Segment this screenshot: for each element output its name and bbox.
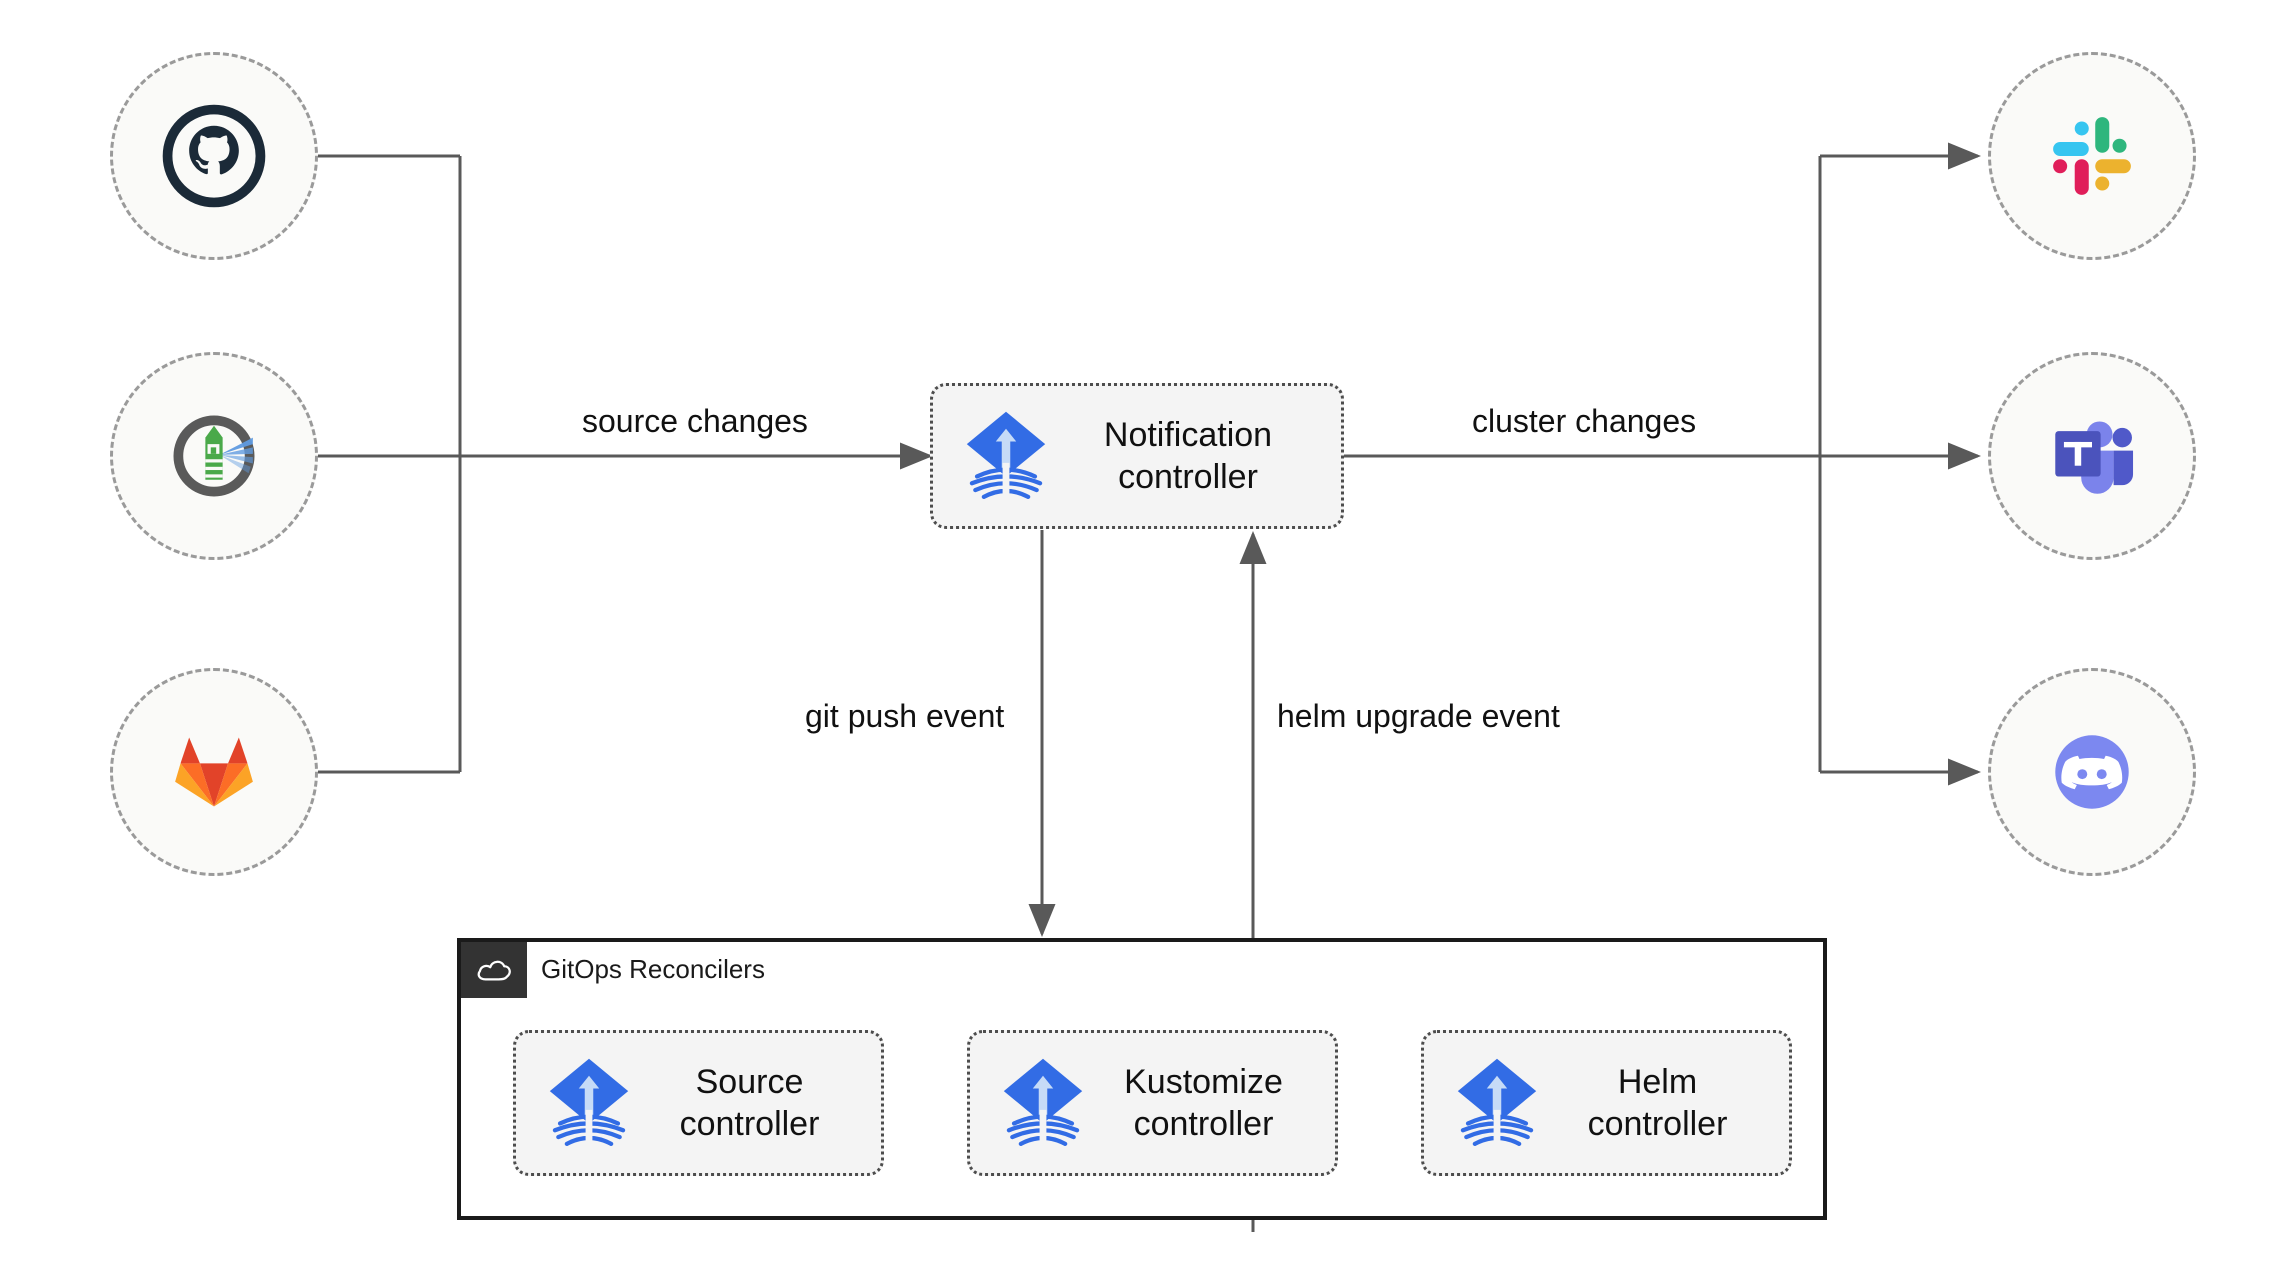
source-node-github[interactable]	[110, 52, 318, 260]
gitlab-icon	[175, 737, 253, 807]
flux-icon	[1003, 1058, 1083, 1149]
edge-label-cluster-changes: cluster changes	[1472, 403, 1697, 439]
edge-label-source-changes: source changes	[582, 403, 808, 439]
destination-node-teams[interactable]	[1988, 352, 2196, 560]
source-node-gitlab[interactable]	[110, 668, 318, 876]
notification-controller-label: Notification controller	[1103, 415, 1273, 497]
source-controller-box[interactable]: Source controller	[513, 1030, 884, 1176]
kustomize-controller-label: Kustomize controller	[1124, 1062, 1283, 1144]
gitops-group-tab	[461, 942, 527, 998]
flux-icon	[966, 411, 1046, 502]
notification-controller-box[interactable]: Notification controller	[930, 383, 1344, 529]
cloud-icon	[477, 960, 511, 981]
gitops-group-title: GitOps Reconcilers	[541, 954, 765, 984]
github-icon	[162, 104, 266, 208]
edge-label-helm-upgrade-event: helm upgrade event	[1277, 698, 1560, 734]
source-node-gitea[interactable]	[110, 352, 318, 560]
helm-controller-label: Helm controller	[1587, 1062, 1728, 1144]
kustomize-controller-box[interactable]: Kustomize controller	[967, 1030, 1338, 1176]
destination-node-discord[interactable]	[1988, 668, 2196, 876]
slack-icon	[2053, 117, 2131, 195]
helm-controller-box[interactable]: Helm controller	[1421, 1030, 1792, 1176]
flux-icon	[1457, 1058, 1537, 1149]
gitea-icon	[173, 415, 255, 497]
teams-icon	[2055, 421, 2134, 494]
flux-icon	[549, 1058, 629, 1149]
edge-label-git-push-event: git push event	[805, 698, 1005, 734]
discord-icon	[2055, 735, 2129, 809]
source-controller-label: Source controller	[679, 1062, 820, 1144]
destination-node-slack[interactable]	[1988, 52, 2196, 260]
